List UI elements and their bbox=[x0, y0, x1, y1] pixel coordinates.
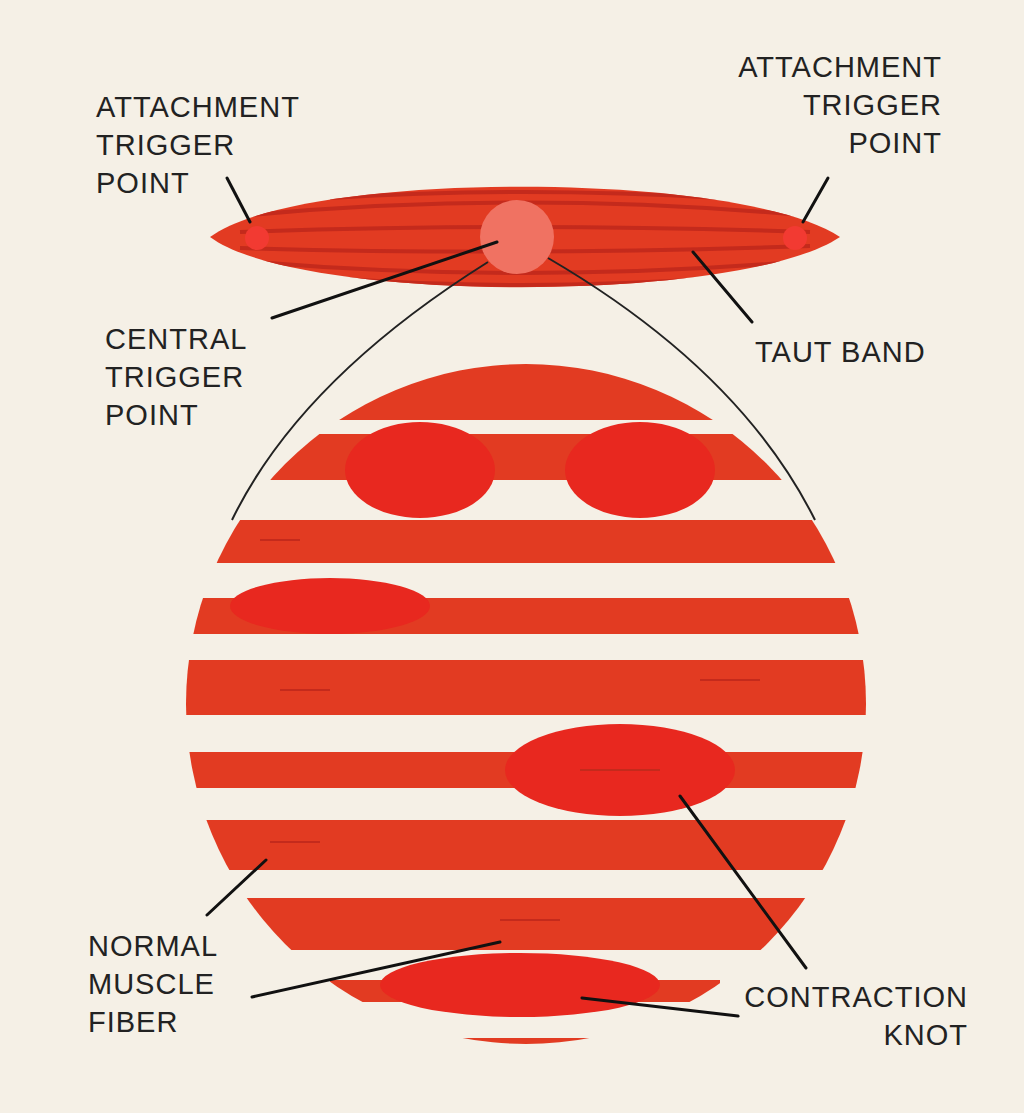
central-point bbox=[480, 200, 554, 274]
fiber-striations bbox=[260, 540, 760, 920]
leader-lines bbox=[207, 178, 828, 1016]
attachment-point bbox=[245, 226, 269, 250]
attachment-point bbox=[783, 226, 807, 250]
callout-label: ATTACHMENT TRIGGER POINT bbox=[96, 88, 316, 202]
muscle-belly bbox=[210, 187, 840, 288]
callout-label: ATTACHMENT TRIGGER POINT bbox=[722, 48, 942, 162]
callout-label: TAUT BAND bbox=[755, 333, 995, 371]
callout-label: CENTRAL TRIGGER POINT bbox=[105, 320, 275, 434]
callout-label: NORMAL MUSCLE FIBER bbox=[88, 927, 258, 1041]
callout-label: CONTRACTION KNOT bbox=[728, 978, 968, 1054]
magnified-fibers bbox=[150, 358, 910, 1054]
